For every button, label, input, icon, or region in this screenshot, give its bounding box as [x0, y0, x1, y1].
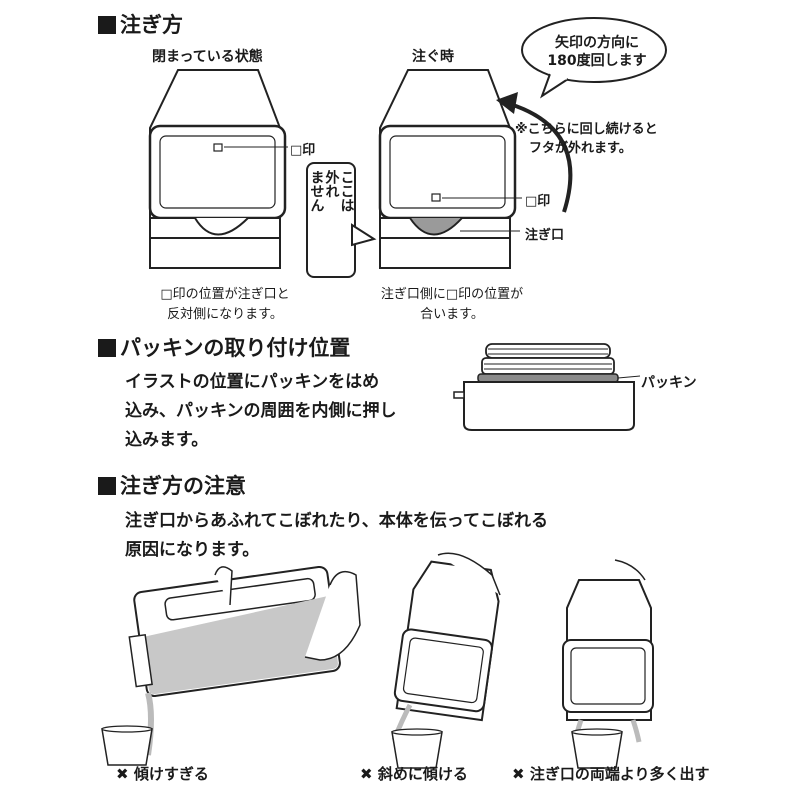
x-mark-icon: ✖	[116, 765, 129, 783]
overflow-spout-illustration	[562, 559, 654, 743]
caution-line-1: 注ぎ口からあふれてこぼれたり、本体を伝ってこぼれる	[125, 511, 548, 531]
heading-square-icon	[98, 16, 116, 34]
mistake-label: 注ぎ口の両端より多く出す	[529, 765, 710, 783]
packing-lid-illustration	[453, 343, 641, 431]
heading-text: 注ぎ方の注意	[120, 474, 246, 498]
cup-icon	[391, 728, 443, 769]
packing-label: パッキン	[641, 375, 697, 391]
section-heading-packing: パッキンの取り付け位置	[98, 338, 350, 359]
bubble-line-1: 矢印の方向に	[555, 35, 639, 51]
closed-state-label: 閉まっている状態	[152, 49, 263, 65]
callout-pointer	[351, 223, 377, 247]
x-mark-icon: ✖	[512, 765, 525, 783]
pouring-state-label: 注ぐ時	[412, 49, 454, 65]
caption-closed-line-2: 反対側になります。	[167, 307, 283, 322]
heading-text: パッキンの取り付け位置	[120, 336, 351, 360]
bubble-text: 矢印の方向に 180度回します	[542, 34, 652, 70]
cup-icon	[571, 728, 623, 769]
caution-text: 注ぎ口からあふれてこぼれたり、本体を伝ってこぼれる 原因になります。	[125, 507, 548, 565]
heading-text: 注ぎ方	[120, 13, 183, 37]
x-mark-icon: ✖	[360, 765, 373, 783]
not-removable-callout: ここは 外れ ません	[306, 162, 356, 278]
warning-note-line-2: フタが外れます。	[529, 141, 632, 156]
caption-pouring-line-2: 合います。	[420, 307, 484, 322]
callout-col-2: 外れ	[323, 170, 340, 198]
mistake-label: 傾けすぎる	[133, 765, 209, 783]
caption-pouring-line-1: 注ぎ口側に□印の位置が	[380, 287, 524, 302]
spout-label: 注ぎ口	[525, 228, 565, 243]
mistake-tilt-diagonal: ✖ 斜めに傾ける	[360, 763, 468, 784]
packing-line-3: 込みます。	[125, 430, 209, 450]
heading-square-icon	[98, 477, 116, 495]
caption-closed-line-1: □印の位置が注ぎ口と	[160, 287, 290, 302]
bubble-line-2: 180度回します	[547, 53, 647, 69]
callout-col-3: ません	[308, 170, 325, 212]
caption-pouring: 注ぎ口側に□印の位置が 合います。	[352, 285, 552, 325]
tilt-too-much-illustration	[128, 565, 361, 756]
mistake-label: 斜めに傾ける	[377, 765, 468, 783]
mistake-overflow-spout: ✖ 注ぎ口の両端より多く出す	[512, 763, 710, 784]
speech-bubble	[521, 17, 667, 99]
caption-closed: □印の位置が注ぎ口と 反対側になります。	[135, 285, 315, 325]
callout-col-1: ここは	[338, 170, 355, 212]
pouring-container-illustration	[378, 69, 522, 269]
packing-line-2: 込み、パッキンの周囲を内側に押し	[125, 401, 397, 421]
mark-label-pour: □印	[525, 194, 551, 209]
tilt-diagonal-illustration	[391, 552, 501, 741]
packing-instructions: イラストの位置にパッキンをはめ 込み、パッキンの周囲を内側に押し 込みます。	[125, 368, 397, 455]
mark-label-closed: □印	[290, 143, 316, 158]
warning-note-line-1: ※こちらに回し続けると	[515, 122, 658, 137]
caution-line-2: 原因になります。	[125, 540, 260, 560]
section-heading-pouring: 注ぎ方	[98, 15, 183, 36]
closed-container-illustration	[148, 69, 288, 269]
section-heading-caution: 注ぎ方の注意	[98, 476, 246, 497]
heading-square-icon	[98, 339, 116, 357]
mistake-tilt-too-much: ✖ 傾けすぎる	[116, 763, 209, 784]
cup-icon	[101, 725, 153, 766]
warning-note: ※こちらに回し続けると フタが外れます。	[515, 120, 658, 158]
packing-line-1: イラストの位置にパッキンをはめ	[125, 372, 380, 392]
rotation-arrow-icon	[496, 92, 573, 213]
